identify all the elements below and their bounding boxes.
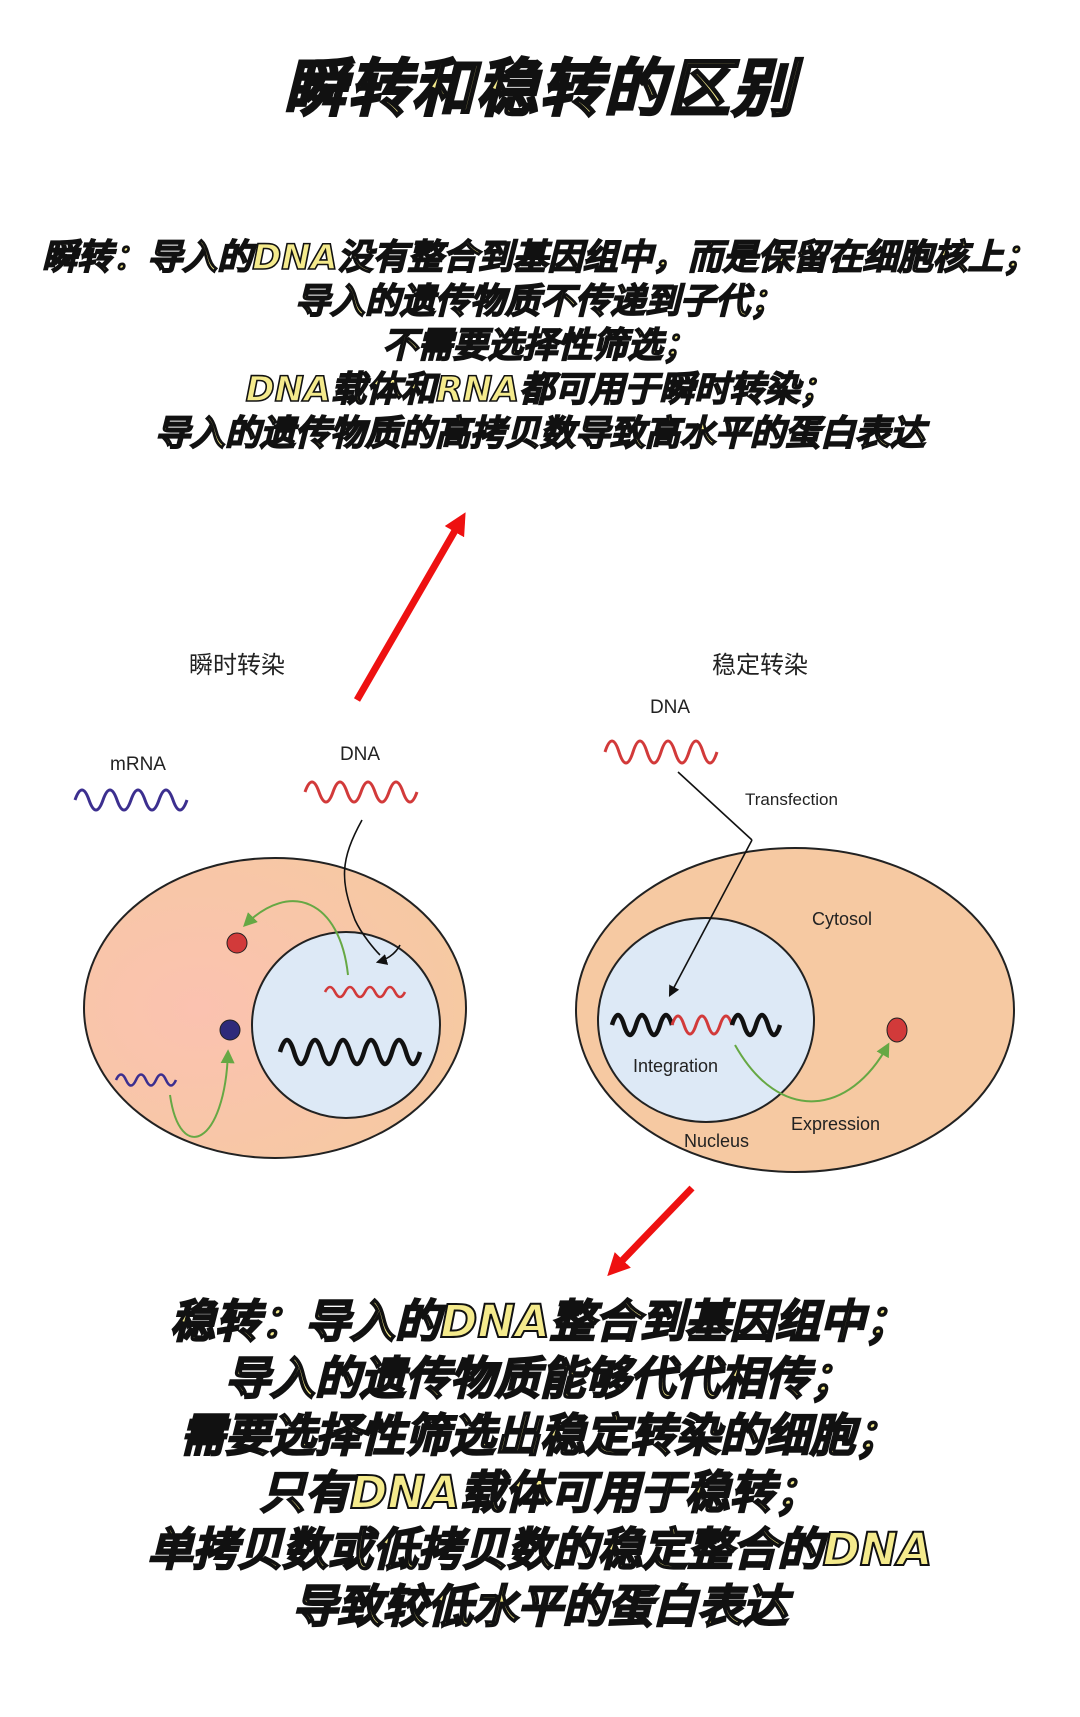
transient-line: 导入的遗传物质的高拷贝数导致高水平的蛋白表达 — [154, 413, 926, 455]
page-title: 瞬转和稳转的区别 — [283, 51, 796, 127]
integration-label: Integration — [633, 1056, 718, 1076]
down-arrow — [607, 1185, 695, 1277]
cytoplasm-mrna-wave — [114, 1073, 178, 1087]
transient-diagram-title: 瞬时转染 — [189, 652, 285, 679]
expression-path-right — [734, 1042, 890, 1103]
genome-black-left — [277, 1037, 423, 1067]
expression-path-top — [243, 900, 349, 976]
integrated-dna-red — [670, 1014, 734, 1036]
protein-red-right — [886, 1017, 908, 1043]
stable-line: 只有DNA载体可用于稳转； — [259, 1465, 821, 1520]
stable-line: 导致较低水平的蛋白表达 — [291, 1579, 788, 1634]
transient-line: 瞬转：导入的DNA没有整合到基因组中，而是保留在细胞核上； — [41, 237, 1038, 279]
protein-red-left — [226, 932, 248, 954]
transient-line: 导入的遗传物质不传递到子代； — [294, 281, 786, 323]
mrna-label: mRNA — [110, 754, 166, 775]
transient-description: 瞬转：导入的DNA没有整合到基因组中，而是保留在细胞核上； 导入的遗传物质不传递… — [0, 236, 1080, 456]
expression-path-bottom — [169, 1049, 235, 1138]
mrna-wave — [73, 788, 189, 812]
protein-blue — [219, 1019, 241, 1041]
cytosol-label: Cytosol — [812, 909, 872, 929]
dna-wave-left — [303, 780, 419, 804]
transfection-arrow-right-in — [668, 839, 753, 997]
stable-diagram-title: 稳定转染 — [712, 652, 808, 679]
dna-wave-right — [603, 739, 719, 765]
stable-line: 稳转：导入的DNA整合到基因组中； — [169, 1294, 911, 1349]
dna-label-right: DNA — [650, 697, 690, 718]
stable-line: 单拷贝数或低拷贝数的稳定整合的DNA — [147, 1522, 934, 1577]
nucleus-label: Nucleus — [684, 1131, 749, 1151]
genome-black-right-b — [729, 1012, 783, 1038]
stable-line: 需要选择性筛选出稳定转染的细胞； — [179, 1408, 901, 1463]
genome-black-right-a — [609, 1012, 675, 1038]
expression-label: Expression — [791, 1114, 880, 1134]
transient-nucleus — [251, 931, 441, 1119]
transfection-label: Transfection — [745, 790, 838, 809]
transient-line: 不需要选择性筛选； — [382, 325, 699, 367]
up-arrow — [353, 512, 466, 702]
stable-line: 导入的遗传物质能够代代相传； — [224, 1351, 856, 1406]
dna-label-left: DNA — [340, 744, 380, 765]
transfection-arrow-left — [343, 819, 381, 956]
transient-line: DNA载体和RNA都可用于瞬时转染； — [245, 369, 835, 411]
transfection-arrow-left-tip — [375, 944, 401, 965]
stable-description: 稳转：导入的DNA整合到基因组中； 导入的遗传物质能够代代相传； 需要选择性筛选… — [0, 1293, 1080, 1635]
transfection-arrow-right — [677, 771, 753, 841]
nuclear-dna-red — [323, 985, 407, 999]
